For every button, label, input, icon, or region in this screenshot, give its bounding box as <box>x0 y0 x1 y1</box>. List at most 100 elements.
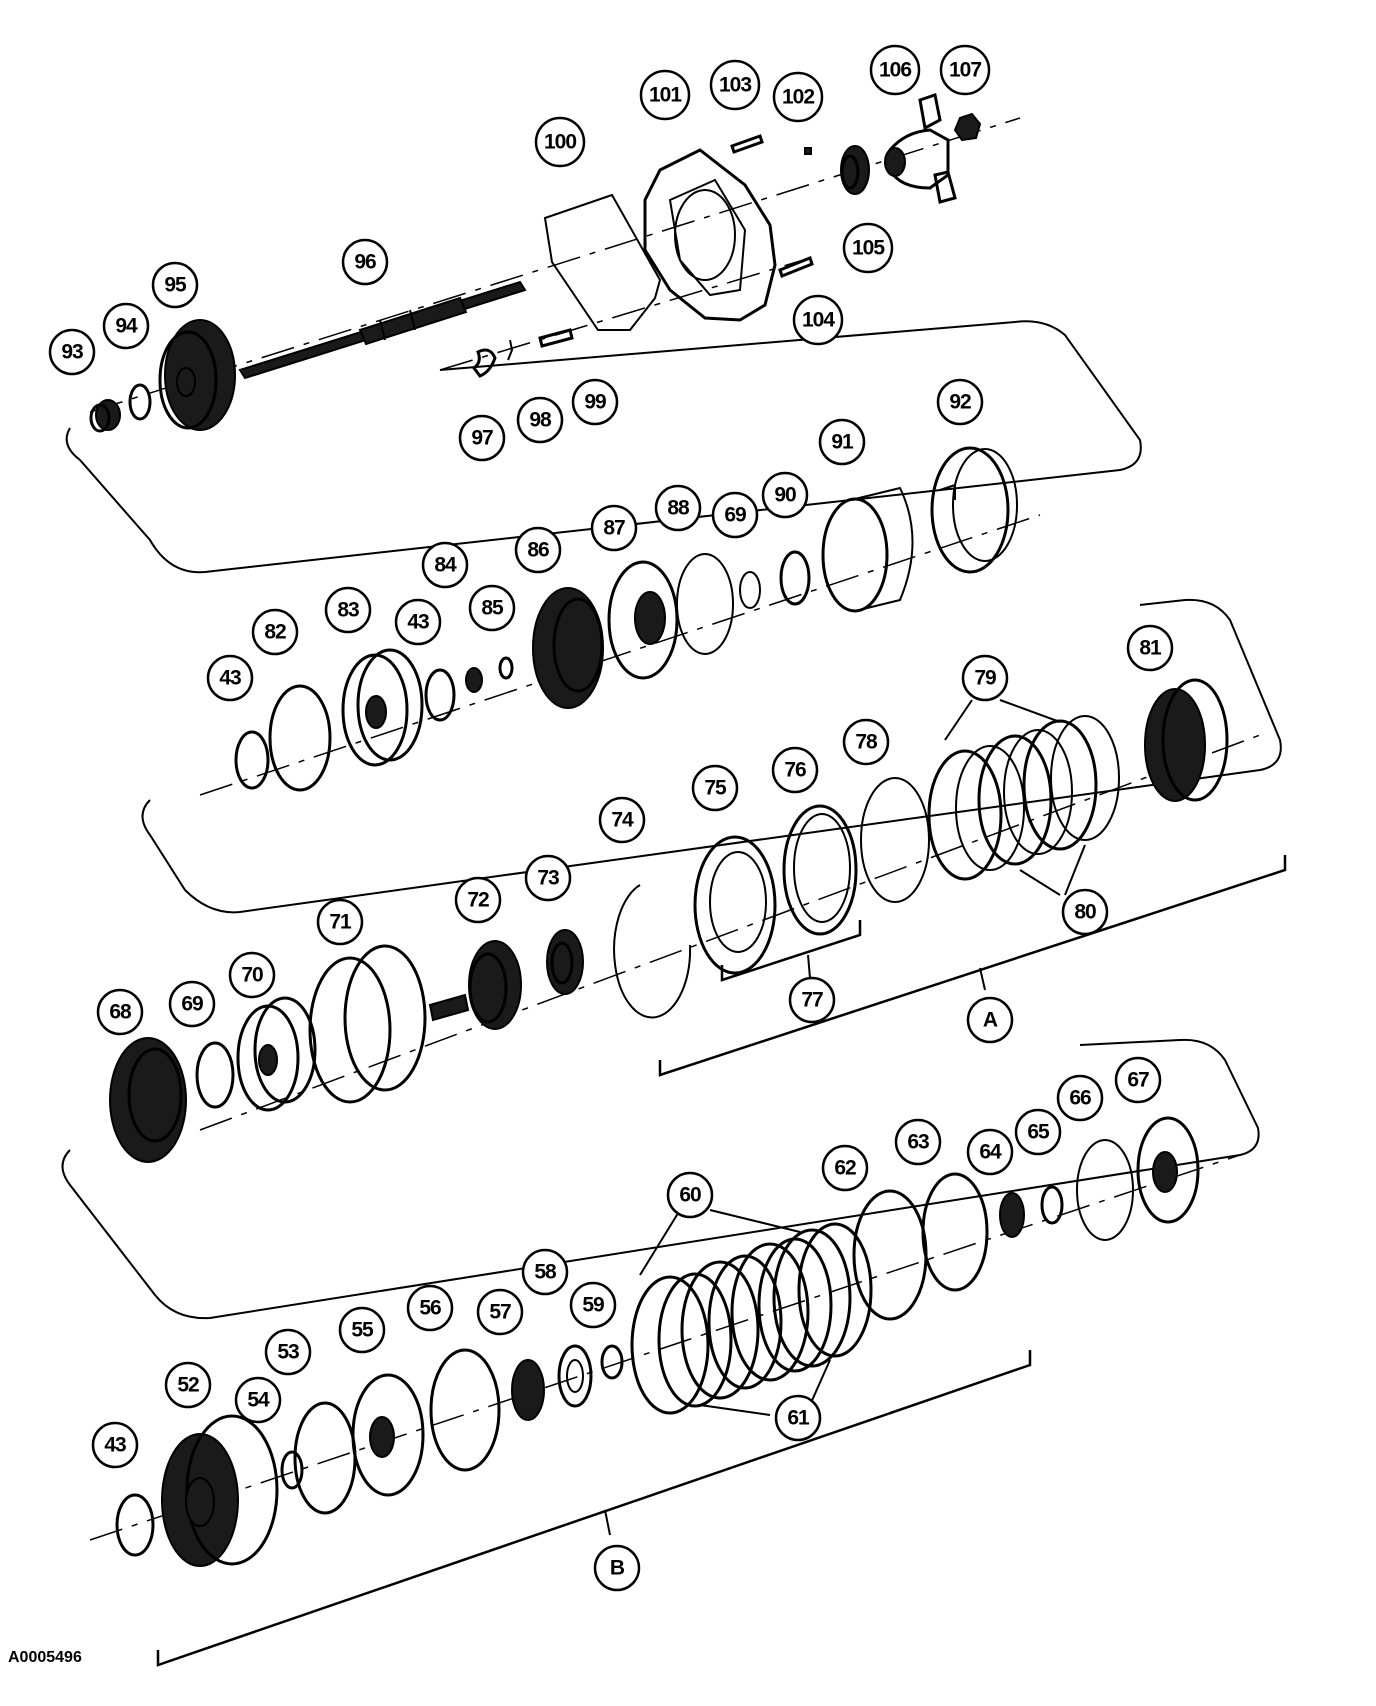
part-88-snap-ring <box>676 553 734 655</box>
svg-text:77: 77 <box>801 989 823 1012</box>
part-60-clutch-plates <box>630 1228 852 1415</box>
leader-77 <box>807 954 811 979</box>
callout-88: 88 <box>654 484 702 532</box>
leader-79-a <box>944 699 973 741</box>
svg-text:70: 70 <box>241 964 263 987</box>
leader-80-b <box>1064 844 1086 896</box>
svg-text:95: 95 <box>164 274 187 297</box>
part-56-snap-ring <box>429 1348 501 1472</box>
part-94-washer <box>128 383 152 421</box>
part-43b-washer <box>424 668 456 722</box>
callout-86: 86 <box>514 526 562 574</box>
callout-59: 59 <box>569 1281 617 1329</box>
part-69b-washer <box>739 571 761 609</box>
part-74-snap-ring <box>613 884 692 1019</box>
svg-text:102: 102 <box>782 86 814 109</box>
svg-text:72: 72 <box>467 889 489 912</box>
svg-text:91: 91 <box>831 431 854 454</box>
part-57-one-way-clutch <box>511 1359 545 1421</box>
callout-87: 87 <box>590 504 638 552</box>
svg-text:105: 105 <box>852 237 885 260</box>
svg-text:55: 55 <box>351 1319 374 1342</box>
callout-105: 105 <box>842 222 894 274</box>
callout-74: 74 <box>598 796 646 844</box>
leader-61-a <box>699 1404 771 1416</box>
part-73-bearing <box>546 929 584 995</box>
part-64-bearing <box>999 1192 1025 1238</box>
part-83-planet-carrier <box>341 648 424 767</box>
callout-82: 82 <box>251 608 299 656</box>
bracket-A <box>658 855 1287 1077</box>
part-70-planet-carrier <box>236 996 317 1112</box>
callout-90: 90 <box>761 471 809 519</box>
svg-text:64: 64 <box>979 1141 1002 1164</box>
svg-text:61: 61 <box>787 1407 810 1430</box>
svg-text:69: 69 <box>724 504 746 527</box>
part-96-shaft <box>238 280 527 380</box>
part-68-ring-gear <box>109 1037 187 1163</box>
part-85-ring <box>498 656 514 680</box>
callout-96: 96 <box>341 238 389 286</box>
svg-text:62: 62 <box>834 1157 856 1180</box>
part-100-gasket <box>543 193 662 331</box>
svg-text:53: 53 <box>277 1341 299 1364</box>
callout-60: 60 <box>666 1171 714 1219</box>
callout-75: 75 <box>691 764 739 812</box>
svg-text:54: 54 <box>247 1389 270 1412</box>
callout-69a: 69 <box>168 980 216 1028</box>
svg-text:104: 104 <box>802 309 835 332</box>
callout-68: 68 <box>96 988 144 1036</box>
svg-text:85: 85 <box>481 597 504 620</box>
svg-text:94: 94 <box>115 315 138 338</box>
callout-100: 100 <box>534 116 586 168</box>
callout-98: 98 <box>516 396 564 444</box>
callout-56: 56 <box>406 1284 454 1332</box>
callout-43a: 43 <box>206 654 254 702</box>
part-59-washer <box>600 1344 624 1380</box>
leader-79-b <box>999 699 1061 723</box>
callout-107: 107 <box>939 44 991 96</box>
part-102-pin <box>804 147 812 155</box>
svg-text:59: 59 <box>582 1294 604 1317</box>
part-92-band <box>930 446 1018 574</box>
part-54-ring <box>280 1450 304 1490</box>
part-106-yoke-flange <box>884 93 957 204</box>
svg-text:43: 43 <box>104 1434 126 1457</box>
part-61-clutch-discs <box>657 1222 873 1408</box>
row-4-boundary <box>61 1038 1260 1320</box>
callout-95: 95 <box>151 261 199 309</box>
svg-text:56: 56 <box>419 1297 441 1320</box>
svg-text:58: 58 <box>534 1261 557 1284</box>
svg-text:87: 87 <box>603 517 625 540</box>
callout-57: 57 <box>476 1288 524 1336</box>
svg-text:68: 68 <box>109 1001 132 1024</box>
callout-67: 67 <box>1114 1056 1162 1104</box>
part-67-hub <box>1136 1116 1200 1224</box>
part-87-hub <box>607 560 679 680</box>
part-97-clip <box>471 348 497 378</box>
axis-row-2 <box>199 514 1041 796</box>
leader-B <box>604 1509 611 1536</box>
part-84-bearing <box>465 667 483 693</box>
svg-text:B: B <box>610 1557 625 1580</box>
callout-91: 91 <box>818 418 866 466</box>
svg-text:78: 78 <box>855 731 878 754</box>
axis-row-4 <box>89 1154 1241 1541</box>
part-107-nut <box>953 112 982 142</box>
callout-B: B <box>593 1544 641 1592</box>
callout-102: 102 <box>772 71 824 123</box>
svg-text:106: 106 <box>879 59 911 82</box>
part-69a-washer <box>195 1041 235 1109</box>
callout-66: 66 <box>1056 1074 1104 1122</box>
callout-61: 61 <box>774 1394 822 1442</box>
part-105-seal <box>840 145 870 195</box>
callout-43c: 43 <box>91 1421 139 1469</box>
svg-text:99: 99 <box>584 391 606 414</box>
svg-text:63: 63 <box>907 1131 929 1154</box>
svg-text:76: 76 <box>784 759 806 782</box>
leader-80-a <box>1019 869 1061 896</box>
part-86-ring-gear <box>532 587 604 709</box>
svg-text:69: 69 <box>181 993 203 1016</box>
part-76-seal <box>782 804 858 936</box>
